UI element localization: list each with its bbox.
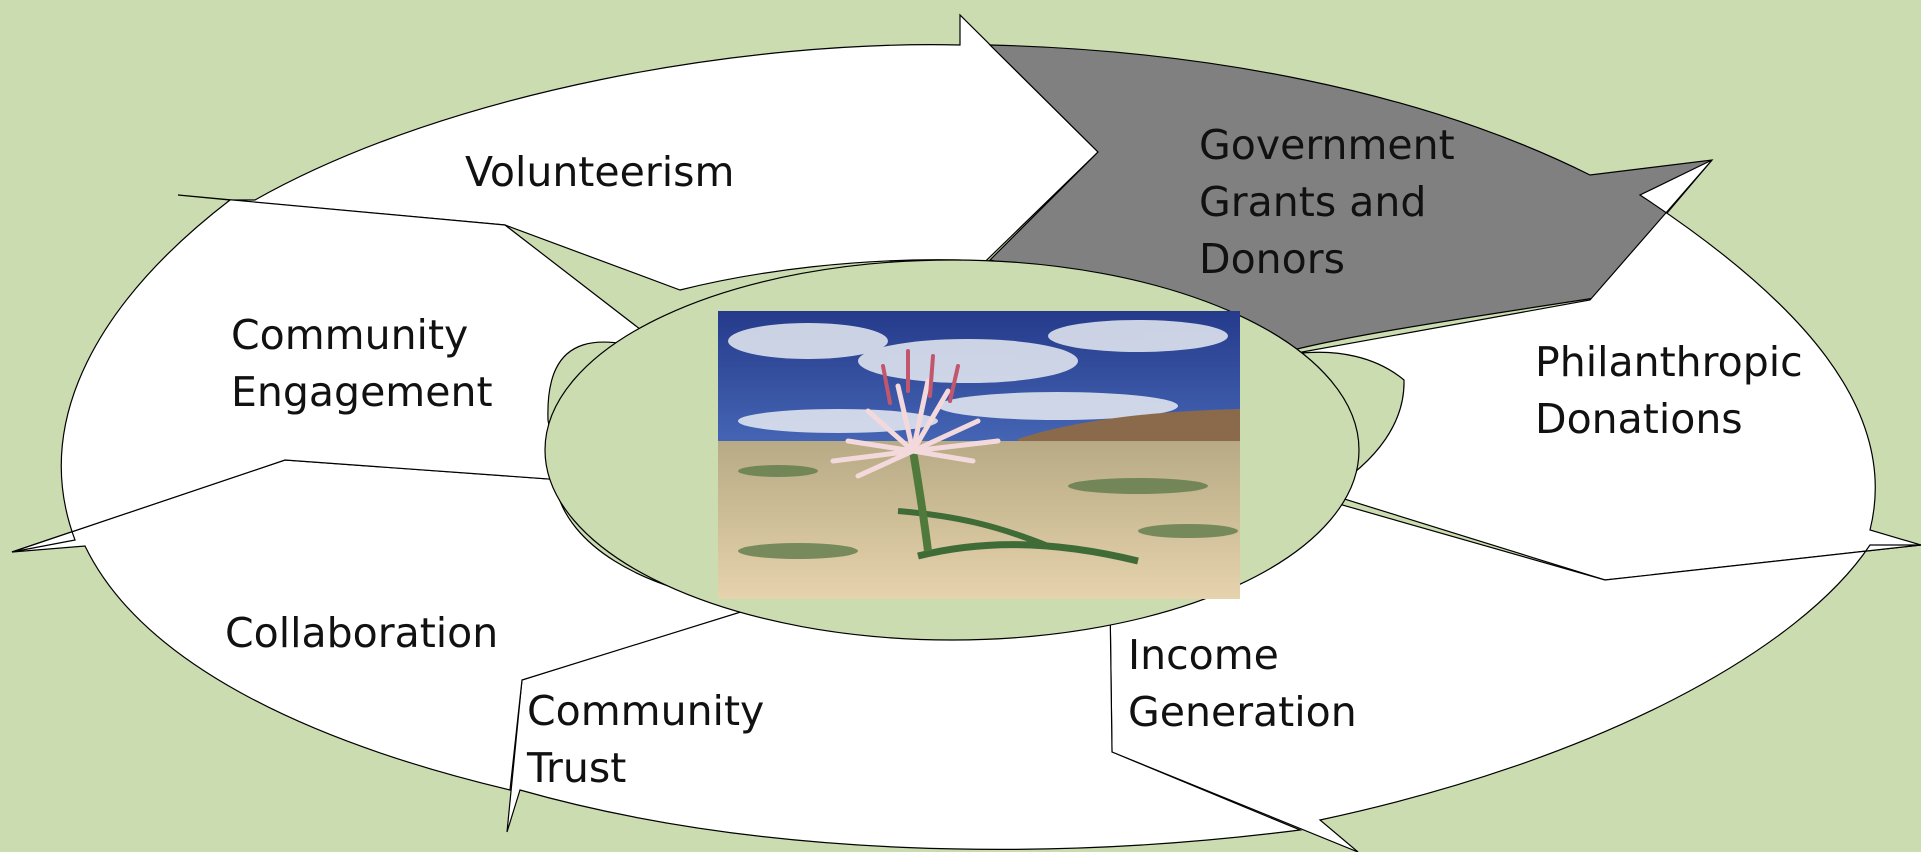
label-line: Trust xyxy=(527,744,627,792)
label-line: Community xyxy=(231,311,469,359)
label-income: Income Generation xyxy=(1128,627,1357,741)
label-volunteerism: Volunteerism xyxy=(465,144,734,201)
label-engagement: Community Engagement xyxy=(231,307,493,421)
label-line: Donations xyxy=(1535,395,1743,443)
arrow-collaboration xyxy=(11,459,761,791)
label-collaboration: Collaboration xyxy=(225,605,498,662)
label-line: Government xyxy=(1199,121,1455,169)
label-philanthropic: Philanthropic Donations xyxy=(1535,334,1803,448)
label-trust: Community Trust xyxy=(527,683,764,797)
label-line: Engagement xyxy=(231,368,493,416)
label-government-grants: Government Grants and Donors xyxy=(1199,117,1455,288)
label-line: Generation xyxy=(1128,688,1357,736)
label-line: Income xyxy=(1128,631,1279,679)
desert-lily-photo xyxy=(718,311,1240,599)
label-line: Community xyxy=(527,687,765,735)
arrow-volunteerism xyxy=(229,13,1099,291)
label-line: Collaboration xyxy=(225,609,499,657)
center-photo xyxy=(718,311,1240,599)
label-line: Donors xyxy=(1199,235,1345,283)
label-line: Grants and xyxy=(1199,178,1427,226)
label-line: Philanthropic xyxy=(1535,338,1803,386)
label-line: Volunteerism xyxy=(465,148,735,196)
